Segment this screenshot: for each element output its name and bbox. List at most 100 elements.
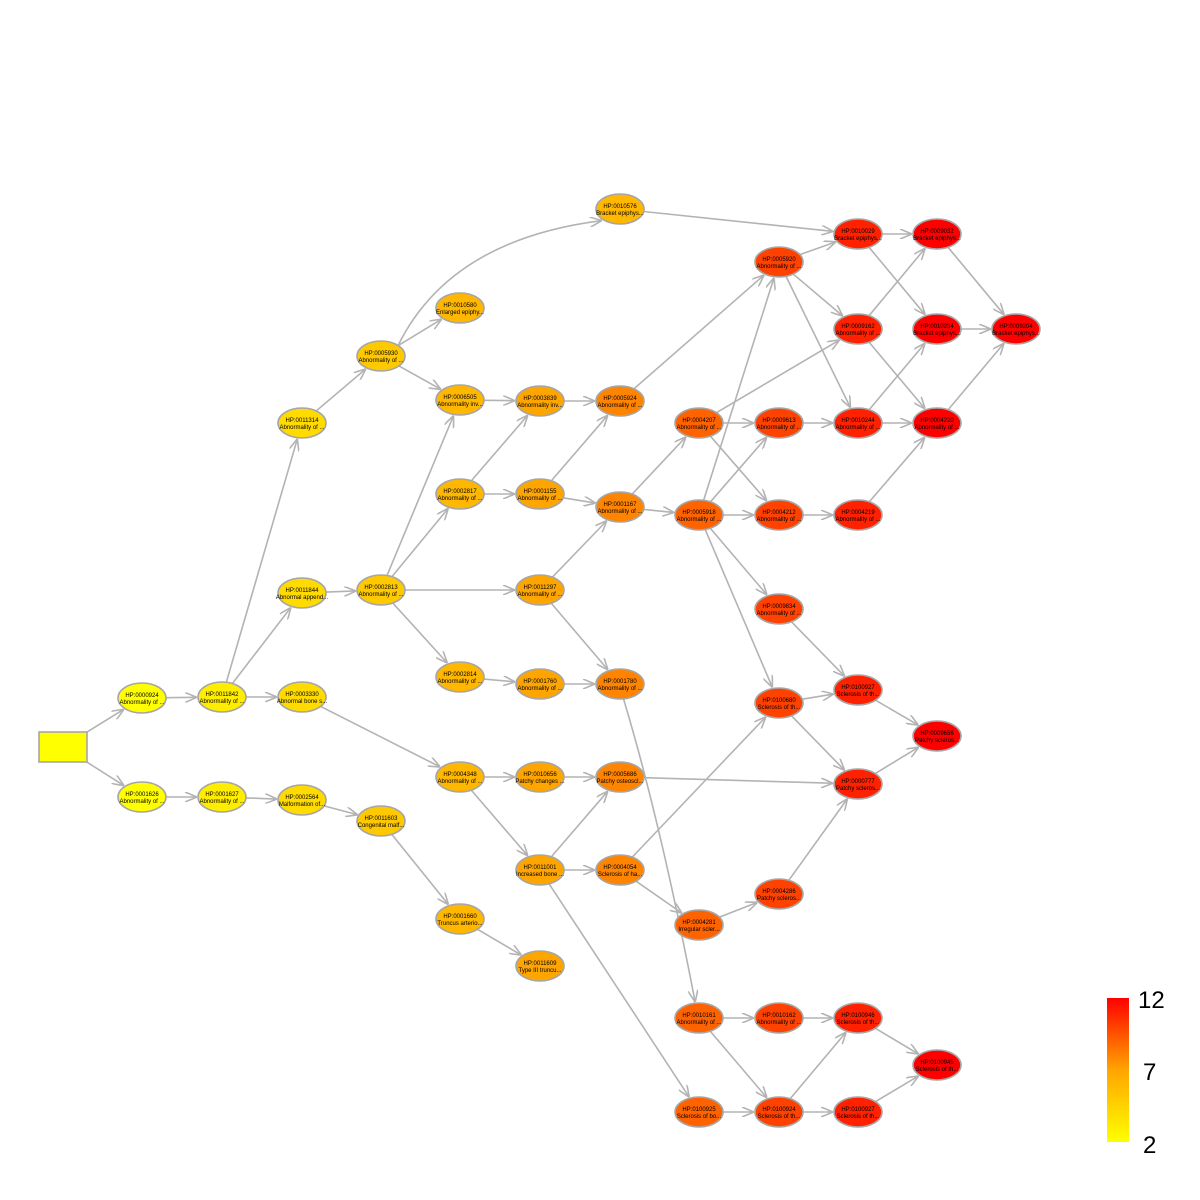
node-ellipse[interactable] [833,674,883,706]
node-ellipse[interactable] [435,384,485,416]
node-ellipse[interactable] [912,407,962,439]
node-ellipse[interactable] [674,407,724,439]
node-ellipse[interactable] [515,761,565,793]
node-ellipse[interactable] [754,407,804,439]
node-ellipse[interactable] [674,1002,724,1034]
node-ellipse[interactable] [595,854,645,886]
node-ellipse[interactable] [912,1049,962,1081]
node-ellipse[interactable] [754,1096,804,1128]
node-ellipse[interactable] [356,340,406,372]
node-ellipse[interactable] [435,292,485,324]
node-ellipse[interactable] [515,478,565,510]
node-ellipse[interactable] [595,668,645,700]
node-ellipse[interactable] [595,193,645,225]
node-ellipse[interactable] [754,499,804,531]
node-ellipse[interactable] [435,903,485,935]
node-ellipse[interactable] [833,1096,883,1128]
node-ellipse[interactable] [912,720,962,752]
node-ellipse[interactable] [435,661,485,693]
node-ellipse[interactable] [912,313,962,345]
node-ellipse[interactable] [833,499,883,531]
node-ellipse[interactable] [595,385,645,417]
node-ellipse[interactable] [515,385,565,417]
node-ellipse[interactable] [833,768,883,800]
node-ellipse[interactable] [356,574,406,606]
node-ellipse[interactable] [991,313,1041,345]
node-ellipse[interactable] [117,682,167,714]
node-ellipse[interactable] [674,1096,724,1128]
node-ellipse[interactable] [595,491,645,523]
node-ellipse[interactable] [754,687,804,719]
node-ellipse[interactable] [515,668,565,700]
node-ellipse[interactable] [833,1002,883,1034]
node-ellipse[interactable] [595,761,645,793]
root-node[interactable] [38,731,88,763]
node-ellipse[interactable] [515,854,565,886]
node-ellipse[interactable] [435,478,485,510]
node-ellipse[interactable] [197,781,247,813]
node-ellipse[interactable] [277,784,327,816]
node-ellipse[interactable] [754,878,804,910]
node-ellipse[interactable] [833,313,883,345]
node-ellipse[interactable] [833,407,883,439]
node-ellipse[interactable] [754,1002,804,1034]
node-ellipse[interactable] [277,407,327,439]
node-ellipse[interactable] [435,761,485,793]
node-ellipse[interactable] [912,218,962,250]
node-ellipse[interactable] [754,246,804,278]
node-ellipse[interactable] [754,593,804,625]
node-ellipse[interactable] [197,681,247,713]
node-ellipse[interactable] [277,577,327,609]
node-ellipse[interactable] [356,805,406,837]
